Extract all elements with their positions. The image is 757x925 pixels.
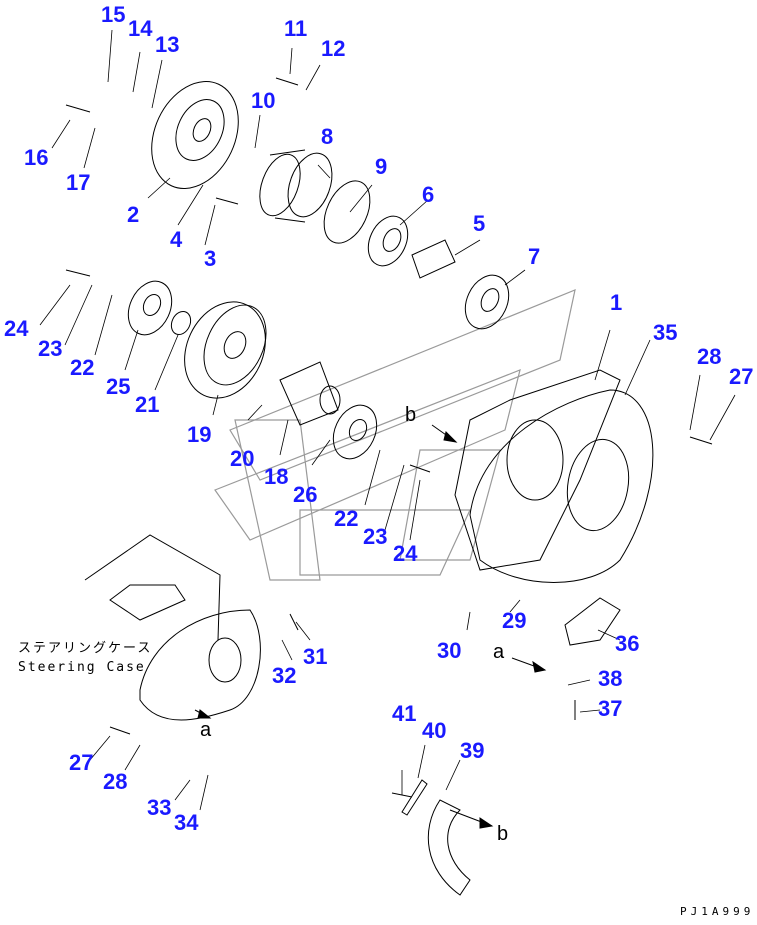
- callout-20: 20: [230, 446, 255, 471]
- callout-15: 15: [101, 2, 126, 27]
- housing-part-8: [259, 149, 333, 223]
- view-arrow-a-right: a: [493, 641, 505, 663]
- callout-7: 7: [528, 244, 541, 269]
- leader-lines: [39, 29, 736, 811]
- view-arrow-b-lower: b: [497, 823, 509, 845]
- steering-case-caption: ステアリングケース Steering Case: [18, 640, 152, 678]
- callout-27b: 27: [69, 750, 94, 775]
- callout-19: 19: [187, 422, 212, 447]
- ring-part-21: [170, 310, 192, 336]
- o-ring-part-9: [323, 180, 371, 244]
- view-arrow-b-upper: b: [405, 404, 417, 426]
- callout-38: 38: [598, 666, 623, 691]
- callout-17: 17: [66, 170, 91, 195]
- callout-28b: 28: [103, 769, 128, 794]
- flange-part-2: [151, 81, 239, 189]
- callout-31: 31: [303, 644, 328, 669]
- callout-18: 18: [264, 464, 289, 489]
- callout-13: 13: [155, 32, 180, 57]
- callout-3: 3: [204, 246, 217, 271]
- view-arrow-a-left: a: [200, 719, 212, 741]
- callout-27: 27: [729, 364, 754, 389]
- callout-25: 25: [106, 374, 131, 399]
- callout-9: 9: [375, 154, 388, 179]
- bearing-part-7: [464, 274, 510, 330]
- callout-26: 26: [293, 482, 318, 507]
- bearing-part-25: [127, 280, 173, 336]
- callout-2: 2: [127, 202, 140, 227]
- callout-24: 24: [4, 316, 29, 341]
- callout-32: 32: [272, 663, 297, 688]
- callout-22b: 22: [334, 506, 359, 531]
- shaft-part-5: [411, 239, 456, 279]
- callout-10: 10: [251, 88, 276, 113]
- steering-case: [84, 534, 261, 721]
- caption-japanese: ステアリングケース: [18, 641, 153, 656]
- callout-29: 29: [502, 608, 527, 633]
- callout-1: 1: [610, 290, 623, 315]
- callout-34: 34: [174, 810, 199, 835]
- callout-36: 36: [615, 631, 640, 656]
- view-arrows: [194, 424, 547, 829]
- callout-23: 23: [38, 336, 63, 361]
- callout-6: 6: [422, 182, 435, 207]
- bracket-part-36: [564, 597, 621, 646]
- cover-part-1: [454, 369, 654, 583]
- pinion-part-18: [279, 361, 341, 426]
- callout-12: 12: [321, 36, 346, 61]
- caption-english: Steering Case: [18, 659, 146, 675]
- callout-40: 40: [422, 718, 447, 743]
- gear-part-19: [184, 301, 267, 399]
- bolts: [65, 77, 713, 798]
- callout-21: 21: [135, 392, 160, 417]
- strip-part-40: [401, 779, 428, 816]
- callout-33: 33: [147, 795, 172, 820]
- callout-16: 16: [24, 145, 49, 170]
- guard-part-39: [427, 799, 471, 896]
- callout-35: 35: [653, 320, 678, 345]
- callout-22: 22: [70, 355, 95, 380]
- callout-14: 14: [128, 16, 153, 41]
- drawing-code: PJ1A999: [680, 905, 755, 918]
- callout-39: 39: [460, 738, 485, 763]
- callout-24b: 24: [393, 541, 418, 566]
- callout-30: 30: [437, 638, 462, 663]
- callout-41: 41: [392, 701, 417, 726]
- callout-8: 8: [321, 124, 334, 149]
- callout-5: 5: [473, 211, 486, 236]
- bearing-part-6: [367, 215, 409, 267]
- callout-23b: 23: [363, 524, 388, 549]
- callout-28: 28: [697, 344, 722, 369]
- watermark-logo: [214, 289, 576, 581]
- callout-37: 37: [598, 696, 623, 721]
- bearing-part-26: [332, 404, 378, 460]
- callout-4: 4: [170, 227, 183, 252]
- callout-11: 11: [284, 16, 308, 41]
